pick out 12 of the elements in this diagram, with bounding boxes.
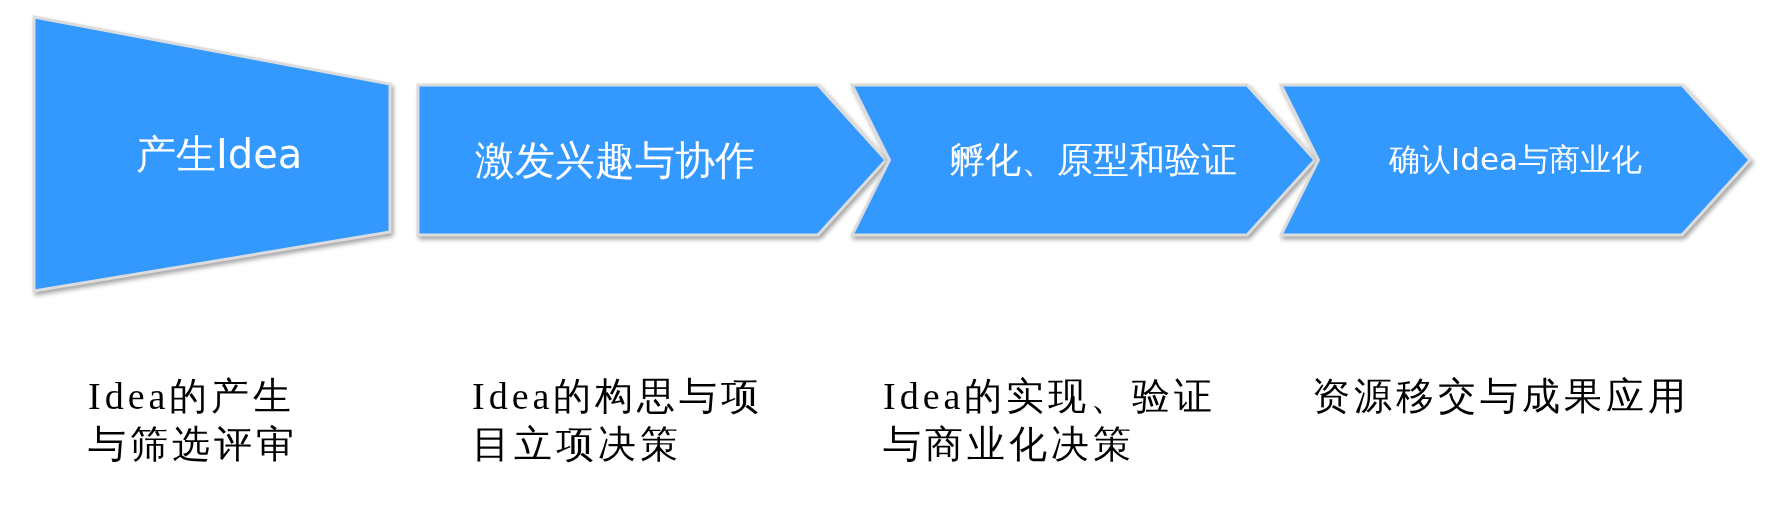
stage-title: 产生Idea — [135, 129, 303, 179]
funnel-shape — [34, 17, 390, 291]
stage-description: 资源移交与成果应用 — [1312, 374, 1691, 419]
stage-description: Idea的产生与筛选评审 — [88, 374, 299, 467]
chevron-shape — [852, 85, 1315, 235]
stage-title: 确认Idea与商业化 — [1389, 140, 1642, 179]
stage-title: 激发兴趣与协作 — [474, 135, 755, 185]
stage-title: 孵化、原型和验证 — [948, 137, 1237, 182]
chevron-shape — [1281, 85, 1750, 235]
chevron-shape — [418, 85, 886, 235]
stage-description: Idea的构思与项目立项决策 — [472, 374, 765, 467]
stage-description: Idea的实现、验证与商业化决策 — [883, 374, 1218, 467]
